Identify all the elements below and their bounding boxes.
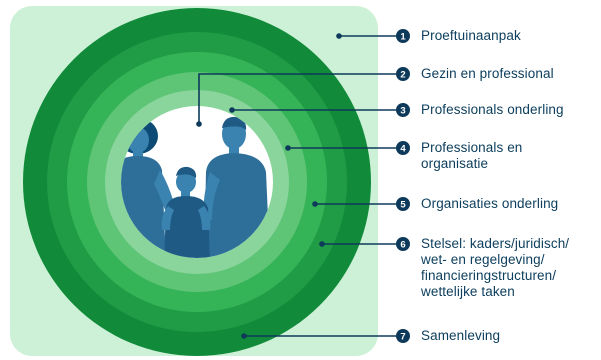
label-line: Samenleving: [421, 328, 501, 343]
badge-number: 2: [400, 69, 405, 80]
badge-number: 5: [400, 199, 406, 210]
leader-line-2: [198, 73, 397, 124]
leader-dot-6: [319, 241, 325, 247]
label-line: financieringstructuren/: [421, 268, 557, 283]
layer-label-2: Gezin en professional: [421, 66, 554, 82]
label-line: wettelijke taken: [421, 284, 515, 299]
badge-6: 6: [396, 237, 410, 251]
badge-number: 4: [400, 143, 406, 154]
concentric-rings: [23, 8, 371, 356]
leader-dot-1: [336, 33, 342, 39]
badge-2: 2: [396, 67, 410, 81]
label-line: Professionals onderling: [421, 102, 564, 117]
label-line: Organisaties onderling: [421, 196, 559, 211]
label-line: organisatie: [421, 156, 489, 171]
leader-dot-4: [285, 145, 291, 151]
badge-1: 1: [396, 29, 410, 43]
badge-7: 7: [396, 329, 410, 343]
label-line: wet- en regelgeving/: [421, 252, 545, 267]
badge-number: 3: [400, 105, 405, 116]
layer-label-1: Proeftuinaanpak: [421, 28, 521, 44]
label-line: Stelsel: kaders/juridisch/: [421, 236, 570, 251]
badge-number: 7: [400, 331, 405, 342]
badge-5: 5: [396, 197, 410, 211]
label-line: Professionals en: [421, 140, 523, 155]
badge-4: 4: [396, 141, 410, 155]
child-figure-icon: [161, 166, 211, 258]
leader-dot-2: [196, 121, 202, 127]
badge-number: 1: [400, 31, 406, 42]
layer-label-7: Samenleving: [421, 328, 500, 344]
leader-dot-7: [241, 333, 247, 339]
label-line: Gezin en professional: [421, 66, 554, 81]
layer-label-4: Professionals en organisatie: [421, 140, 522, 172]
leader-dot-5: [312, 201, 318, 207]
layer-label-6: Stelsel: kaders/juridisch/ wet- en regel…: [421, 236, 569, 300]
leader-dots: [196, 33, 342, 339]
layer-label-3: Professionals onderling: [421, 102, 564, 118]
number-badges: 1 2 3 4 5 6 7: [396, 29, 410, 343]
layer-label-5: Organisaties onderling: [421, 196, 558, 212]
badge-3: 3: [396, 103, 410, 117]
leader-lines: [198, 35, 397, 337]
label-line: Proeftuinaanpak: [421, 28, 521, 43]
leader-dot-3: [229, 107, 235, 113]
badge-number: 6: [400, 239, 405, 250]
